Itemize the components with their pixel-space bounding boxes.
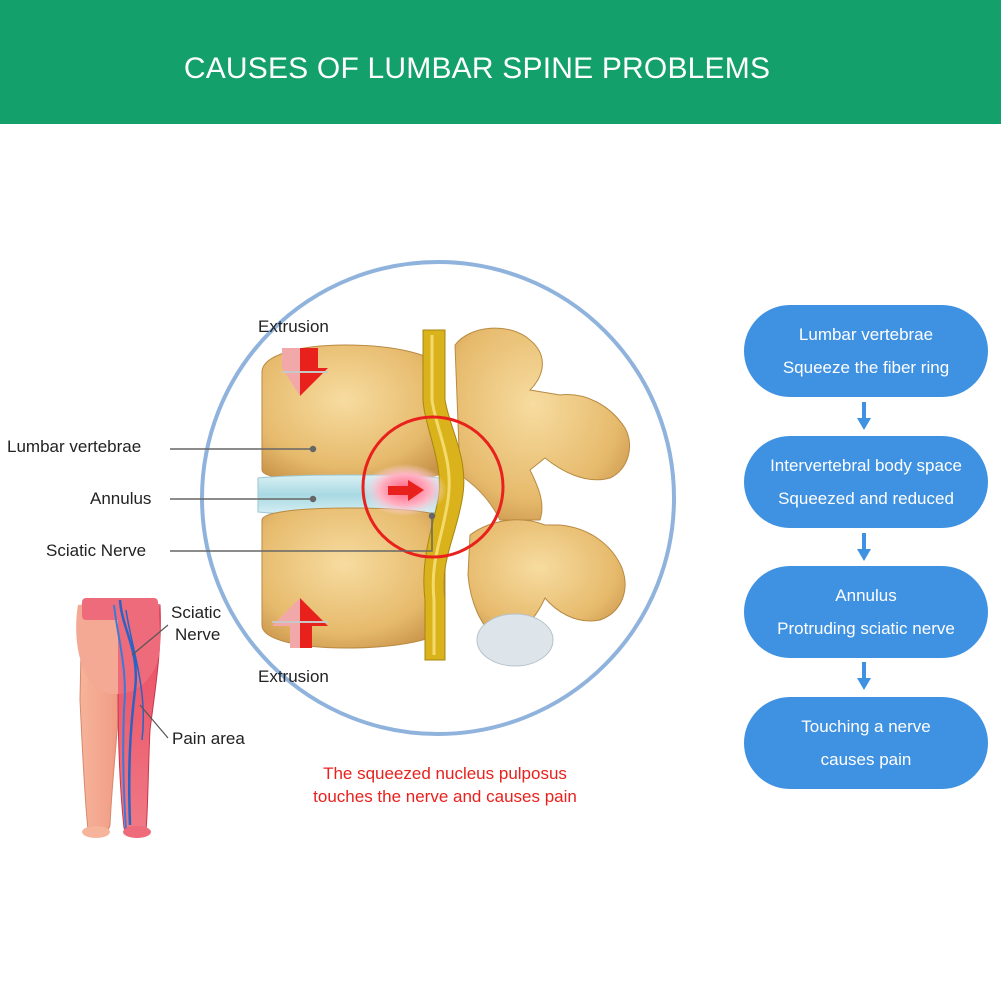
label-annulus: Annulus [90,489,152,508]
leader-lines [170,445,436,552]
flow-step-4-line2: causes pain [820,750,912,769]
flow-arrow-down-icon [857,402,871,430]
flow-step-4: Touching a nerve causes pain [744,697,988,789]
flow-step-3-line1: Annulus [835,586,897,605]
caption-line2: touches the nerve and causes pain [313,787,577,806]
header-banner: CAUSES OF LUMBAR SPINE PROBLEMS [0,0,1001,124]
flow-step-3: Annulus Protruding sciatic nerve [744,566,988,658]
body-figure [76,598,161,838]
label-extrusion-top: Extrusion [258,317,329,336]
flow-step-2: Intervertebral body space Squeezed and r… [744,436,988,528]
flow-step-4-line1: Touching a nerve [801,717,931,736]
caption-line1: The squeezed nucleus pulposus [323,764,567,783]
flow-step-1-line2: Squeeze the fiber ring [782,358,950,377]
flow-step-3-line2: Protruding sciatic nerve [777,619,955,638]
label-body-sciatic-line2: Nerve [175,625,221,644]
flow-arrow-down-icon [857,533,871,561]
herniation-arrow [388,480,424,501]
page-title: CAUSES OF LUMBAR SPINE PROBLEMS [183,52,771,85]
flow-arrow-down-icon [857,662,871,690]
extrusion-arrow-bottom [272,598,328,648]
label-extrusion-bottom: Extrusion [258,667,329,686]
flow-step-2-line1: Intervertebral body space [770,456,962,475]
label-body-sciatic-line1: Sciatic [171,603,222,622]
highlight-ring [361,415,505,559]
body-leader-lines [131,624,169,739]
label-lumbar-vertebrae: Lumbar vertebrae [7,437,142,456]
label-sciatic-nerve: Sciatic Nerve [46,541,147,560]
lower-vertebral-body [261,507,446,649]
flow-step-2-line2: Squeezed and reduced [778,489,954,508]
flow-step-1-line1: Lumbar vertebrae [798,325,934,344]
label-pain-area: Pain area [172,729,245,748]
flow-step-1: Lumbar vertebrae Squeeze the fiber ring [744,305,988,397]
extrusion-arrow-top [282,348,328,396]
vertebra-processes [454,327,631,667]
